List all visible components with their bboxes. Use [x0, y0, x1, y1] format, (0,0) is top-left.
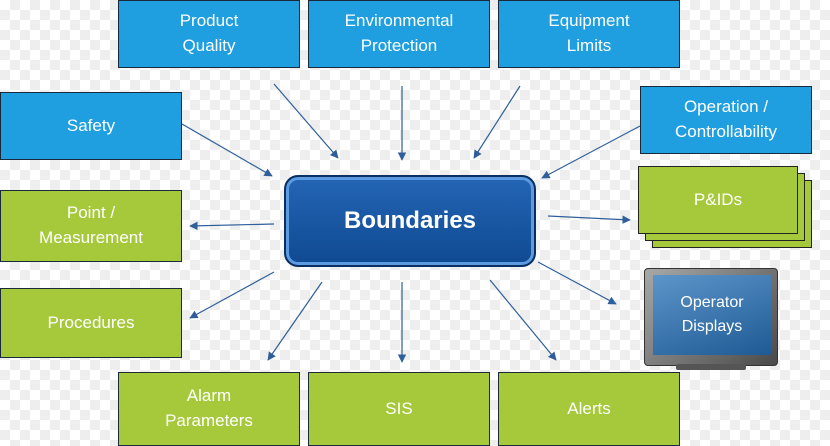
environmental-protection-label: Environmental Protection	[344, 11, 454, 55]
equipment-limits-box: Equipment Limits	[498, 0, 680, 68]
arrow-center-to-alerts	[489, 279, 557, 361]
boundaries-box: Boundaries	[284, 175, 536, 267]
sis-label: SIS	[385, 398, 413, 418]
arrow-center-to-pids	[547, 215, 631, 224]
monitor-screen: Operator Displays	[653, 275, 771, 355]
product-quality-label: Product Quality	[179, 11, 239, 55]
arrow-operation-to-center	[541, 125, 641, 179]
arrow-center-to-alarm	[267, 281, 323, 361]
monitor-icon: Operator Displays	[644, 268, 778, 366]
point-measurement-box: Point / Measurement	[0, 190, 182, 262]
arrow-safety-to-center	[181, 123, 273, 177]
operation-controllability-label: Operation / Controllability	[674, 97, 778, 141]
pids-label: P&IDs	[693, 189, 743, 209]
monitor-stand	[676, 364, 746, 370]
arrow-center-to-displays	[537, 261, 617, 305]
pids-box: P&IDs	[638, 166, 798, 234]
arrow-center-to-point	[189, 221, 275, 231]
alerts-box: Alerts	[498, 372, 680, 446]
operation-controllability-box: Operation / Controllability	[640, 86, 812, 154]
arrow-equipment-to-center	[473, 85, 521, 159]
arrow-product-quality-to-center	[273, 83, 339, 159]
procedures-label: Procedures	[47, 312, 135, 332]
safety-box: Safety	[0, 92, 182, 160]
procedures-box: Procedures	[0, 288, 182, 358]
operator-displays-label: Operator Displays	[680, 294, 744, 335]
safety-label: Safety	[66, 115, 116, 135]
arrow-center-to-procedures	[189, 271, 275, 319]
environmental-protection-box: Environmental Protection	[308, 0, 490, 68]
sis-box: SIS	[308, 372, 490, 446]
alarm-parameters-label: Alarm Parameters	[165, 386, 253, 430]
alerts-label: Alerts	[567, 398, 611, 418]
point-measurement-label: Point / Measurement	[39, 203, 143, 247]
equipment-limits-label: Equipment Limits	[548, 11, 630, 55]
alarm-parameters-box: Alarm Parameters	[118, 372, 300, 446]
boundaries-label: Boundaries	[343, 207, 477, 234]
product-quality-box: Product Quality	[118, 0, 300, 68]
